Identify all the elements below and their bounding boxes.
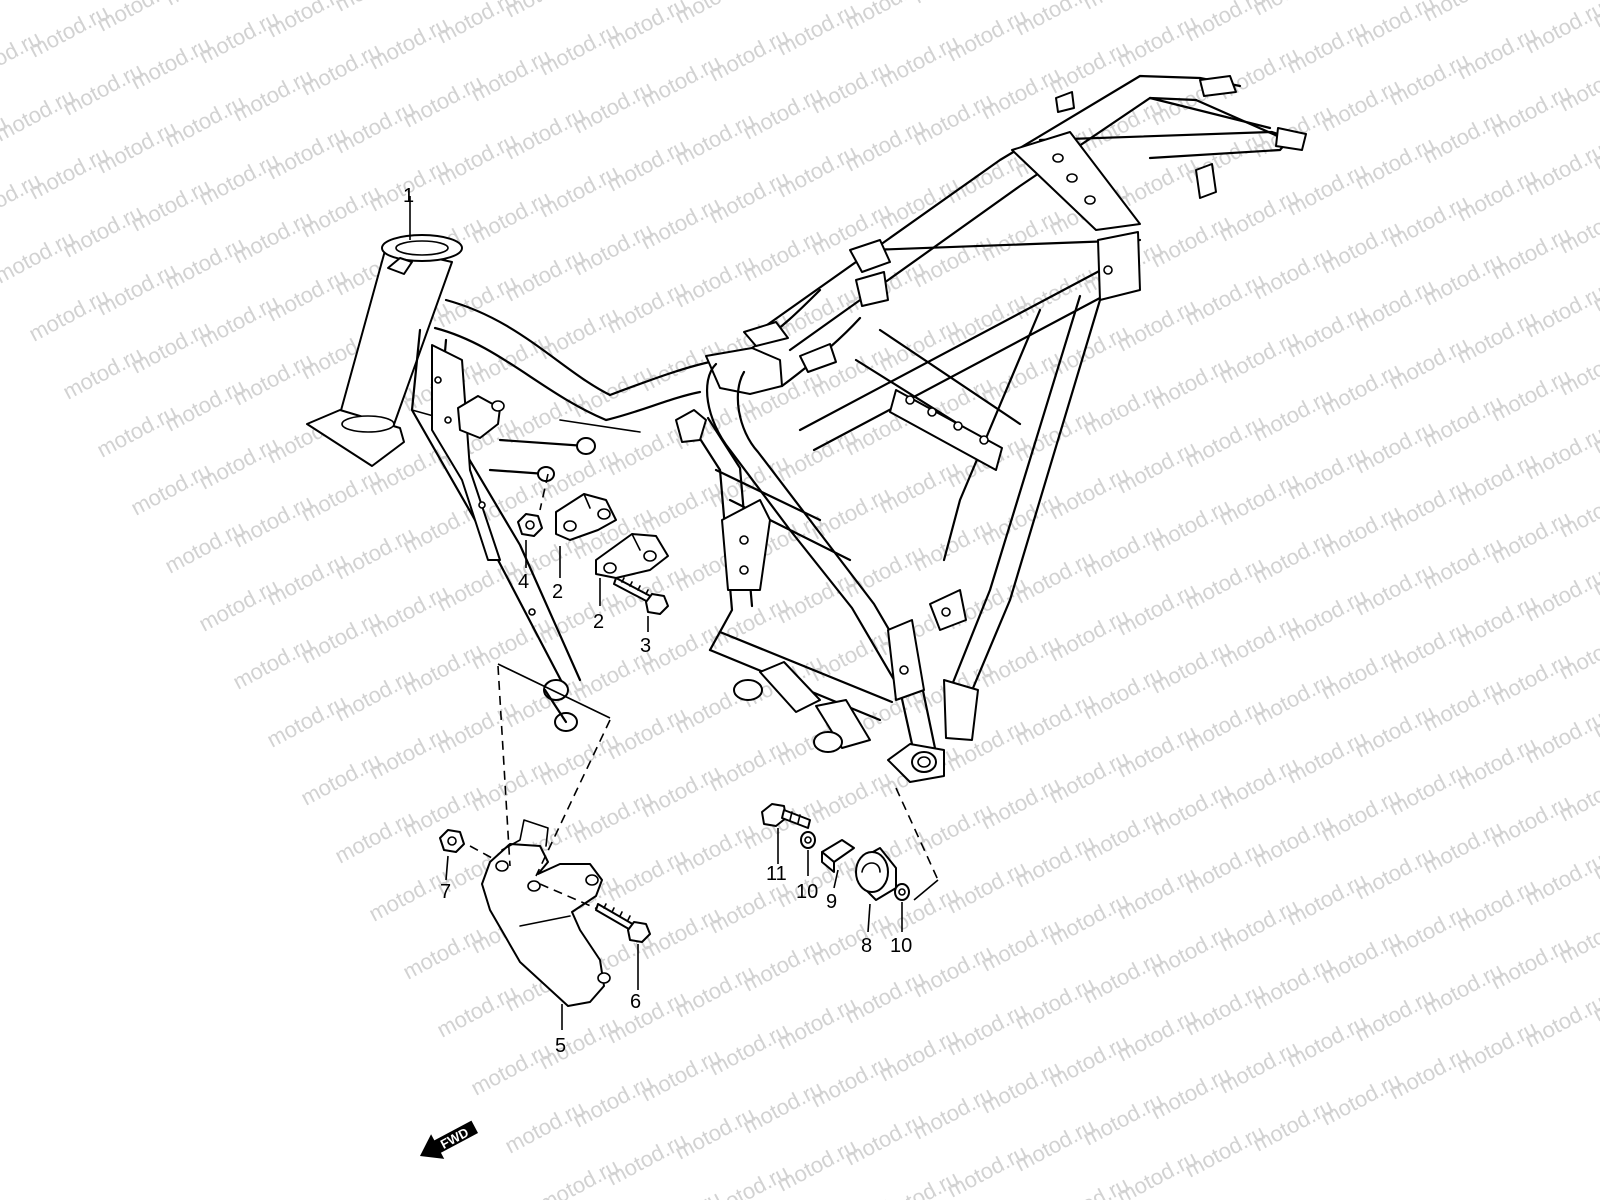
frame-body <box>306 74 1307 783</box>
washer-10a <box>800 831 816 849</box>
nut-7 <box>439 829 465 853</box>
callout-11: 11 <box>766 863 787 885</box>
bolt-3 <box>613 577 669 615</box>
engine-hanger-5 <box>481 819 611 1007</box>
callout-7: 7 <box>440 881 451 903</box>
callout-6: 6 <box>630 991 641 1013</box>
callout-10b: 10 <box>890 935 912 957</box>
engine-mount-plate-upper <box>555 493 617 541</box>
collar-9 <box>821 839 855 873</box>
callout-2a: 2 <box>552 581 563 603</box>
engine-mount-plate-lower <box>595 533 669 579</box>
washer-10b <box>894 883 910 901</box>
fwd-arrow-icon <box>419 1120 479 1159</box>
bolt-11 <box>761 803 811 829</box>
fwd-arrow-label: FWD <box>438 1125 471 1152</box>
steering-head-tube <box>306 234 463 467</box>
fwd-arrow: FWD <box>419 1120 479 1159</box>
callout-10a: 10 <box>796 881 818 903</box>
callout-1: 1 <box>403 185 414 207</box>
rubber-bushing-8 <box>855 847 897 901</box>
callout-8: 8 <box>861 935 872 957</box>
callout-2b: 2 <box>593 611 604 633</box>
callout-5: 5 <box>555 1035 566 1057</box>
callout-3: 3 <box>640 635 651 657</box>
nut-4 <box>517 513 543 537</box>
callout-9: 9 <box>826 891 837 913</box>
bolt-6 <box>539 883 651 943</box>
callout-4: 4 <box>518 571 529 593</box>
